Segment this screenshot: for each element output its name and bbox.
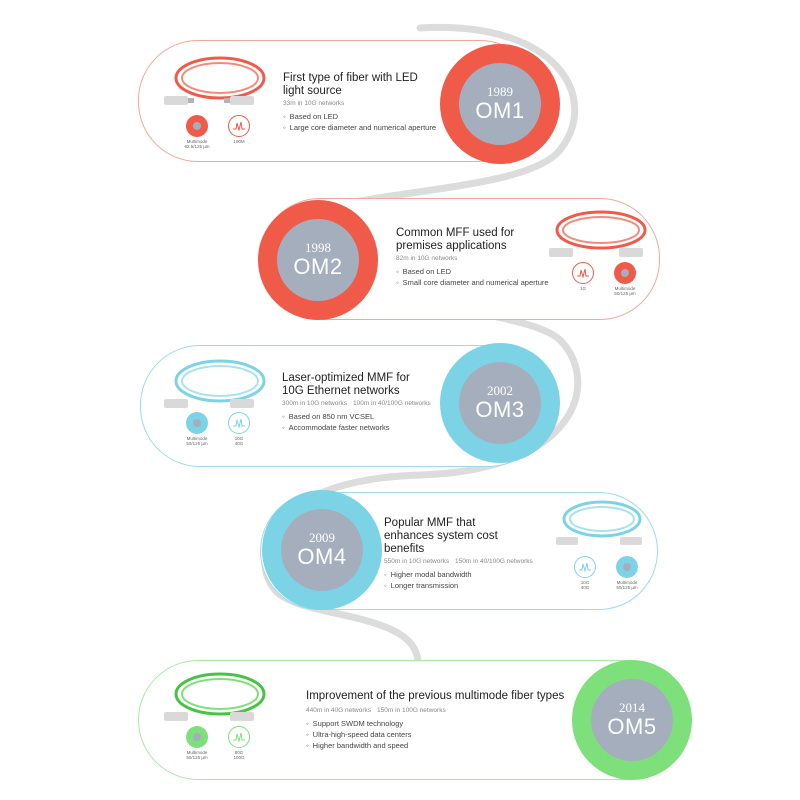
stage-icons-om3: Multimode 50/125 µm 10G 40G [180, 412, 256, 446]
bandwidth-wave-icon [228, 115, 250, 137]
mini-item: Multimode 50/125 µm [610, 556, 644, 590]
badge-name: OM3 [475, 397, 525, 422]
mini-label: Multimode 50/125 µm [186, 750, 208, 760]
stage-icons-om1: Multimode 62.5/125 µm 100M [180, 115, 256, 149]
multimode-core-icon [186, 412, 208, 434]
multimode-core-icon [186, 726, 208, 748]
mini-item: Multimode 62.5/125 µm [180, 115, 214, 149]
stage-title: Improvement of the previous multimode fi… [306, 690, 565, 702]
bullet-item: Support SWDM technology [306, 718, 566, 729]
stage-title: Laser-optimized MMF for 10G Ethernet net… [282, 372, 410, 397]
stage-badge-om4: 2009 OM4 [262, 490, 382, 610]
bandwidth-wave-icon [228, 412, 250, 434]
mini-label: 1G [579, 286, 586, 291]
bandwidth-wave-icon [572, 262, 594, 284]
stage-bullets: Based on LED Small core diameter and num… [396, 266, 549, 288]
fiber-cable-icon [164, 359, 266, 408]
mini-label: Multimode 50/125 µm [616, 580, 638, 590]
mini-item: 1G [566, 262, 600, 296]
multimode-core-icon [614, 262, 636, 284]
bullet-item: Higher bandwidth and speed [306, 740, 566, 751]
stage-note: 82m in 10G networks [396, 255, 458, 262]
mini-label: 80G 100G [233, 750, 245, 760]
fiber-cable-icon [549, 210, 647, 257]
stage-badge-om5: 2014 OM5 [572, 660, 692, 780]
mini-item: Multimode 50/125 µm [608, 262, 642, 296]
stage-badge-om1: 1989 OM1 [440, 44, 560, 164]
bullet-item: Small core diameter and numerical apertu… [396, 277, 549, 288]
mini-item: Multimode 50/125 µm [180, 726, 214, 760]
stage-text-om5: Improvement of the previous multimode fi… [306, 690, 566, 751]
stage-badge-om3: 2002 OM3 [440, 343, 560, 463]
stage-title: Common MFF used for premises application… [396, 227, 515, 252]
stage-bullets: Higher modal bandwidth Longer transmissi… [384, 569, 533, 591]
stage-text-om3: Laser-optimized MMF for 10G Ethernet net… [282, 372, 431, 433]
mini-label: 10G 40G [580, 580, 590, 590]
badge-year: 1998 [305, 240, 331, 255]
bullet-item: Based on LED [283, 111, 436, 122]
stage-icons-om5: Multimode 50/125 µm 80G 100G [180, 726, 256, 760]
bullet-item: Based on 850 nm VCSEL [282, 411, 431, 422]
bandwidth-wave-icon [574, 556, 596, 578]
bullet-item: Accommodate faster networks [282, 422, 431, 433]
mini-item: Multimode 50/125 µm [180, 412, 214, 446]
bullet-item: Ultra-high-speed data centers [306, 729, 566, 740]
badge-name: OM2 [293, 254, 343, 279]
stage-note: 33m in 10G networks [283, 100, 345, 107]
badge-year: 2002 [487, 383, 513, 398]
mini-item: 10G 40G [568, 556, 602, 590]
fiber-cable-icon [164, 56, 266, 105]
stage-icons-om4: 10G 40G Multimode 50/125 µm [568, 556, 644, 590]
fiber-cable-icon [556, 500, 642, 545]
bandwidth-wave-icon [228, 726, 250, 748]
mini-label: Multimode 62.5/125 µm [184, 139, 210, 149]
mini-label: Multimode 50/125 µm [186, 436, 208, 446]
badge-year: 1989 [487, 84, 513, 99]
badge-year: 2009 [309, 530, 335, 545]
bullet-item: Based on LED [396, 266, 549, 277]
mini-label: 10G 40G [234, 436, 244, 446]
stage-badge-om2: 1998 OM2 [258, 200, 378, 320]
stage-title: Popular MMF that enhances system cost be… [384, 517, 498, 555]
mini-item: 100M [222, 115, 256, 149]
stage-bullets: Based on LED Large core diameter and num… [283, 111, 436, 133]
stage-title: First type of fiber with LED light sourc… [283, 72, 418, 97]
badge-name: OM4 [297, 544, 347, 569]
badge-name: OM1 [475, 98, 525, 123]
stage-icons-om2: 1G Multimode 50/125 µm [566, 262, 642, 296]
mini-item: 80G 100G [222, 726, 256, 760]
multimode-core-icon [186, 115, 208, 137]
multimode-core-icon [616, 556, 638, 578]
stage-text-om4: Popular MMF that enhances system cost be… [384, 517, 533, 591]
badge-year: 2014 [619, 700, 645, 715]
bullet-item: Longer transmission [384, 580, 533, 591]
badge-name: OM5 [607, 714, 657, 739]
fiber-cable-icon [164, 672, 266, 721]
bullet-item: Higher modal bandwidth [384, 569, 533, 580]
stage-text-om2: Common MFF used for premises application… [396, 227, 549, 288]
stage-bullets: Support SWDM technology Ultra-high-speed… [306, 718, 566, 751]
stage-bullets: Based on 850 nm VCSEL Accommodate faster… [282, 411, 431, 433]
mini-label: Multimode 50/125 µm [614, 286, 636, 296]
stage-text-om1: First type of fiber with LED light sourc… [283, 72, 436, 133]
mini-label: 100M [233, 139, 245, 144]
bullet-item: Large core diameter and numerical apertu… [283, 122, 436, 133]
mini-item: 10G 40G [222, 412, 256, 446]
